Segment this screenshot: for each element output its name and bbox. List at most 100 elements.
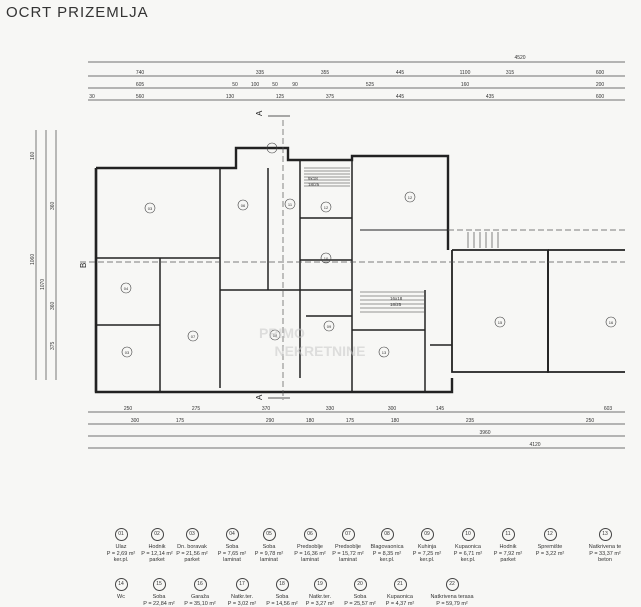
page-title: OCRT PRIZEMLJA bbox=[6, 4, 149, 21]
bottom-dim: 250 bbox=[586, 418, 595, 424]
bottom-dim: 175 bbox=[346, 418, 355, 424]
top-dim: 355 bbox=[321, 70, 330, 76]
bottom-total-dim: 4120 bbox=[529, 442, 540, 448]
legend-number: 02 bbox=[150, 528, 164, 541]
stair-label: 9x18 bbox=[308, 176, 318, 181]
bottom-dim: 175 bbox=[176, 418, 185, 424]
legend-number: 10 bbox=[461, 528, 475, 541]
legend-item: 16 Garaža P = 35,10 m² bbox=[180, 578, 220, 607]
top-dim: 50 bbox=[232, 82, 238, 88]
top-total-dim: 4520 bbox=[514, 55, 525, 61]
legend-item: 11 Hodnik P = 7,92 m² parket bbox=[490, 528, 526, 564]
legend-item: 01 Ulaz P = 2,69 m² ker.pl. bbox=[104, 528, 138, 564]
legend-item: 17 Natkr.ter. P = 3,02 m² bbox=[222, 578, 262, 607]
bottom-dim: 235 bbox=[466, 418, 475, 424]
room-tag: 03 bbox=[125, 350, 130, 355]
watermark: PRIMO NEKRETNINE bbox=[259, 325, 365, 359]
top-dim: 605 bbox=[136, 82, 145, 88]
room-tag: 04 bbox=[124, 286, 129, 291]
section-lines bbox=[80, 120, 625, 400]
legend-number: 05 bbox=[262, 528, 276, 541]
top-dim: 160 bbox=[461, 82, 470, 88]
room-tag: 03 bbox=[148, 206, 153, 211]
bottom-dim: 330 bbox=[326, 406, 335, 412]
top-dim: 445 bbox=[396, 70, 405, 76]
room-tag: 06 bbox=[241, 203, 246, 208]
top-dim: 1100 bbox=[460, 70, 471, 76]
left-dim: 360 bbox=[50, 301, 56, 310]
legend-number: 20 bbox=[353, 578, 367, 591]
room-tag: 07 bbox=[191, 334, 196, 339]
left-dim: 360 bbox=[50, 201, 56, 210]
top-dim: 560 bbox=[136, 94, 145, 100]
walls bbox=[94, 146, 625, 394]
legend-number: 18 bbox=[275, 578, 289, 591]
legend-item: 08 Blagovaonica P = 8,35 m² ker.pl. bbox=[366, 528, 408, 564]
bottom-dim: 180 bbox=[306, 418, 315, 424]
bottom-dim: 145 bbox=[436, 406, 445, 412]
room-tag: 11 bbox=[288, 202, 293, 207]
bottom-dim: 180 bbox=[391, 418, 400, 424]
legend-number: 12 bbox=[543, 528, 557, 541]
bottom-dim: 250 bbox=[124, 406, 133, 412]
legend-number: 14 bbox=[114, 578, 128, 591]
bottom-dim: 290 bbox=[266, 418, 275, 424]
legend-item: 14 Wc bbox=[104, 578, 138, 601]
section-mark-a-top: A bbox=[255, 110, 264, 116]
left-dimension-lines bbox=[35, 130, 57, 380]
stair-label: 18/25 bbox=[390, 302, 402, 307]
legend-item: 02 Hodnik P = 12,14 m² parket bbox=[140, 528, 174, 564]
legend-item: 04 Soba P = 7,65 m² laminat bbox=[215, 528, 249, 564]
bottom-dimension-lines bbox=[88, 411, 625, 449]
top-dim: 600 bbox=[596, 70, 605, 76]
room-tag: 13 bbox=[382, 350, 387, 355]
top-dim: 50 bbox=[272, 82, 278, 88]
top-dim: 30 bbox=[89, 94, 95, 100]
section-markers: A A B bbox=[79, 110, 290, 400]
legend-number: 13 bbox=[598, 528, 612, 541]
legend-item: 19 Natkr.ter. P = 3,27 m² bbox=[300, 578, 340, 607]
legend-number: 21 bbox=[393, 578, 407, 591]
left-dim: 375 bbox=[50, 341, 56, 350]
top-dim: 740 bbox=[136, 70, 145, 76]
room-tag: 16 bbox=[609, 320, 614, 325]
stair-label: 18/25 bbox=[308, 182, 320, 187]
watermark-text: PRIMO bbox=[259, 325, 305, 341]
legend-number: 15 bbox=[152, 578, 166, 591]
legend-number: 08 bbox=[380, 528, 394, 541]
room-tag: 15 bbox=[498, 320, 503, 325]
legend-item: 06 Predsoblje P = 16,36 m² laminat bbox=[292, 528, 328, 564]
top-dim: 525 bbox=[366, 82, 375, 88]
legend-number: 03 bbox=[185, 528, 199, 541]
stair-label: 16x18 bbox=[390, 296, 403, 301]
top-dim: 315 bbox=[506, 70, 515, 76]
legend-number: 06 bbox=[303, 528, 317, 541]
bottom-dim: 275 bbox=[192, 406, 201, 412]
top-dim: 435 bbox=[486, 94, 495, 100]
legend-item: 20 Soba P = 25,57 m² bbox=[340, 578, 380, 607]
top-dim: 600 bbox=[596, 94, 605, 100]
room-tags bbox=[120, 142, 617, 358]
bottom-dim: 300 bbox=[131, 418, 140, 424]
legend-number: 11 bbox=[501, 528, 515, 541]
legend-item: 03 Dn. boravak P = 21,56 m² parket bbox=[175, 528, 209, 564]
legend-number: 22 bbox=[445, 578, 459, 591]
legend-number: 17 bbox=[235, 578, 249, 591]
bottom-dim: 300 bbox=[388, 406, 397, 412]
legend-item: 10 Kupaonica P = 6,71 m² ker.pl. bbox=[450, 528, 486, 564]
stairs bbox=[304, 167, 499, 313]
legend-item: 09 Kuhinja P = 7,25 m² ker.pl. bbox=[410, 528, 444, 564]
legend-number: 19 bbox=[313, 578, 327, 591]
room-tag: 10 bbox=[324, 256, 329, 261]
room-tag: 09 bbox=[327, 324, 332, 329]
left-dim: 160 bbox=[30, 151, 36, 160]
legend-number: 04 bbox=[225, 528, 239, 541]
top-dim: 100 bbox=[251, 82, 260, 88]
left-dim: 1060 bbox=[30, 254, 36, 265]
top-dim: 445 bbox=[396, 94, 405, 100]
section-mark-a-bottom: A bbox=[255, 394, 264, 400]
left-dim: 1070 bbox=[40, 279, 46, 290]
legend-item: 13 Natkrivena te P = 33,37 m² beton bbox=[580, 528, 630, 564]
bottom-dim: 3960 bbox=[479, 430, 490, 436]
